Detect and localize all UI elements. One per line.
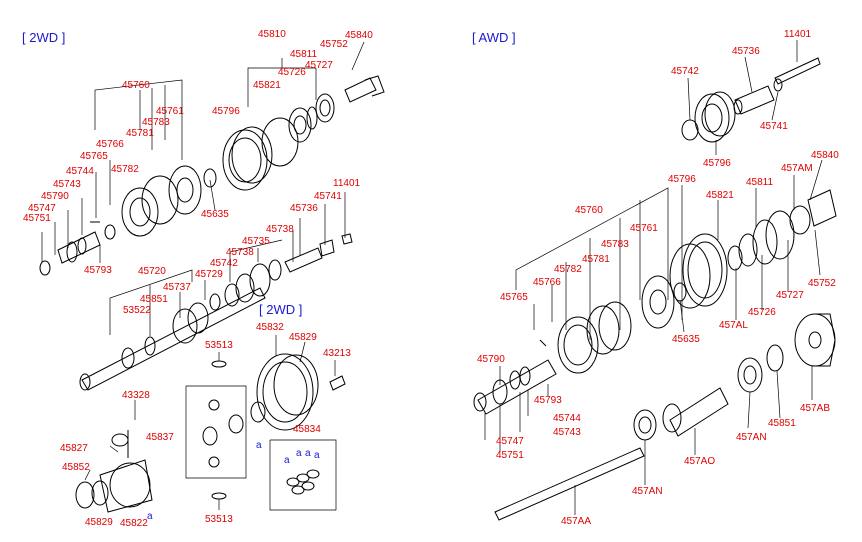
- label-45760: 45760: [122, 80, 150, 91]
- label-45829-a: 45829: [289, 332, 317, 343]
- label-45736-awd: 45736: [732, 46, 760, 57]
- label-45822: 45822: [120, 518, 148, 529]
- label-45851-awd: 45851: [768, 418, 796, 429]
- assembly-awd: [473, 40, 837, 521]
- label-457AN-upper: 457AN: [736, 432, 767, 443]
- label-457AN-lower: 457AN: [632, 486, 663, 497]
- label-45766-awd: 45766: [533, 277, 561, 288]
- label-45747-awd: 45747: [496, 436, 524, 447]
- section-title-awd: [ AWD ]: [472, 30, 516, 45]
- label-53513-a: 53513: [205, 340, 233, 351]
- label-45741-2wd: 45741: [314, 191, 342, 202]
- label-45766: 45766: [96, 139, 124, 150]
- label-45752: 45752: [320, 39, 348, 50]
- mark-a: a: [314, 450, 320, 461]
- label-45796-awd-top: 45796: [703, 158, 731, 169]
- label-45742-awd: 45742: [671, 66, 699, 77]
- label-45727-awd: 45727: [776, 290, 804, 301]
- label-457AM: 457AM: [781, 163, 813, 174]
- assembly-2wd-differential: [75, 335, 346, 513]
- label-45783: 45783: [142, 117, 170, 128]
- labels-2wd: 45810 45811 45840 45752 45726 45727 4582…: [23, 29, 373, 316]
- label-45829-b: 45829: [85, 517, 113, 528]
- label-45765-awd: 45765: [500, 292, 528, 303]
- label-45751-awd: 45751: [496, 450, 524, 461]
- label-45726-awd: 45726: [748, 307, 776, 318]
- label-45781: 45781: [126, 128, 154, 139]
- label-45852: 45852: [62, 462, 90, 473]
- label-45796-awd: 45796: [668, 174, 696, 185]
- label-45635-awd: 45635: [672, 334, 700, 345]
- label-43213: 43213: [323, 348, 351, 359]
- label-45851-2wd: 45851: [140, 294, 168, 305]
- label-45743: 45743: [53, 179, 81, 190]
- label-45751: 45751: [23, 213, 51, 224]
- label-45840: 45840: [345, 30, 373, 41]
- label-45810: 45810: [258, 29, 286, 40]
- label-45760-awd: 45760: [575, 205, 603, 216]
- label-45783-awd: 45783: [601, 239, 629, 250]
- label-45747: 45747: [28, 203, 56, 214]
- labels-differential: 45832 45829 43213 53513 43328 45837 4583…: [60, 322, 351, 529]
- mark-a: a: [305, 448, 311, 459]
- label-45840-awd: 45840: [811, 150, 839, 161]
- labels-awd: 11401 45736 45742 45741 45796 457AM 4584…: [477, 29, 839, 527]
- label-45738-b: 45738: [226, 247, 254, 258]
- assembly-2wd-middle: [79, 192, 353, 391]
- label-45726: 45726: [278, 67, 306, 78]
- label-45821: 45821: [253, 80, 281, 91]
- label-45752-awd: 45752: [808, 278, 836, 289]
- label-45635: 45635: [201, 209, 229, 220]
- label-45736-2wd: 45736: [290, 203, 318, 214]
- label-45782: 45782: [111, 164, 139, 175]
- label-45738-a: 45738: [266, 224, 294, 235]
- label-45761-awd: 45761: [630, 223, 658, 234]
- label-45765: 45765: [80, 151, 108, 162]
- mark-a: a: [296, 448, 302, 459]
- mark-a: a: [256, 440, 262, 451]
- label-45727: 45727: [305, 60, 333, 71]
- label-45744: 45744: [66, 166, 94, 177]
- mark-a: a: [147, 511, 153, 522]
- label-45832: 45832: [256, 322, 284, 333]
- label-45743-awd: 45743: [553, 427, 581, 438]
- label-45761: 45761: [156, 106, 184, 117]
- assembly-2wd-top: [39, 41, 385, 276]
- label-45782-awd: 45782: [554, 264, 582, 275]
- mark-a: a: [284, 455, 290, 466]
- label-457AL: 457AL: [719, 320, 748, 331]
- label-45796: 45796: [212, 106, 240, 117]
- label-45811: 45811: [290, 49, 318, 60]
- label-11401-awd: 11401: [784, 29, 812, 40]
- label-457AA: 457AA: [561, 516, 591, 527]
- label-45837: 45837: [146, 432, 174, 443]
- label-45741-awd: 45741: [760, 121, 788, 132]
- label-45737: 45737: [163, 282, 191, 293]
- label-457AO: 457AO: [684, 456, 715, 467]
- label-45720: 45720: [138, 266, 166, 277]
- label-45735: 45735: [242, 236, 270, 247]
- label-45790: 45790: [41, 191, 69, 202]
- label-45744-awd: 45744: [553, 413, 581, 424]
- label-45729: 45729: [195, 269, 223, 280]
- label-45790-awd: 45790: [477, 354, 505, 365]
- label-43328: 43328: [122, 390, 150, 401]
- label-45793: 45793: [84, 265, 112, 276]
- label-53513-b: 53513: [205, 514, 233, 525]
- label-53522: 53522: [123, 305, 151, 316]
- label-457AB: 457AB: [800, 403, 830, 414]
- label-45821-awd: 45821: [706, 190, 734, 201]
- label-11401-2wd: 11401: [333, 178, 361, 189]
- label-45834: 45834: [293, 424, 321, 435]
- label-45742-2wd: 45742: [210, 258, 238, 269]
- section-title-2wd: [ 2WD ]: [22, 30, 65, 45]
- label-45781-awd: 45781: [582, 254, 610, 265]
- label-45793-awd: 45793: [534, 395, 562, 406]
- label-45827: 45827: [60, 443, 88, 454]
- label-45811-awd: 45811: [746, 177, 774, 188]
- section-title-2wd-differential: [ 2WD ]: [259, 302, 302, 317]
